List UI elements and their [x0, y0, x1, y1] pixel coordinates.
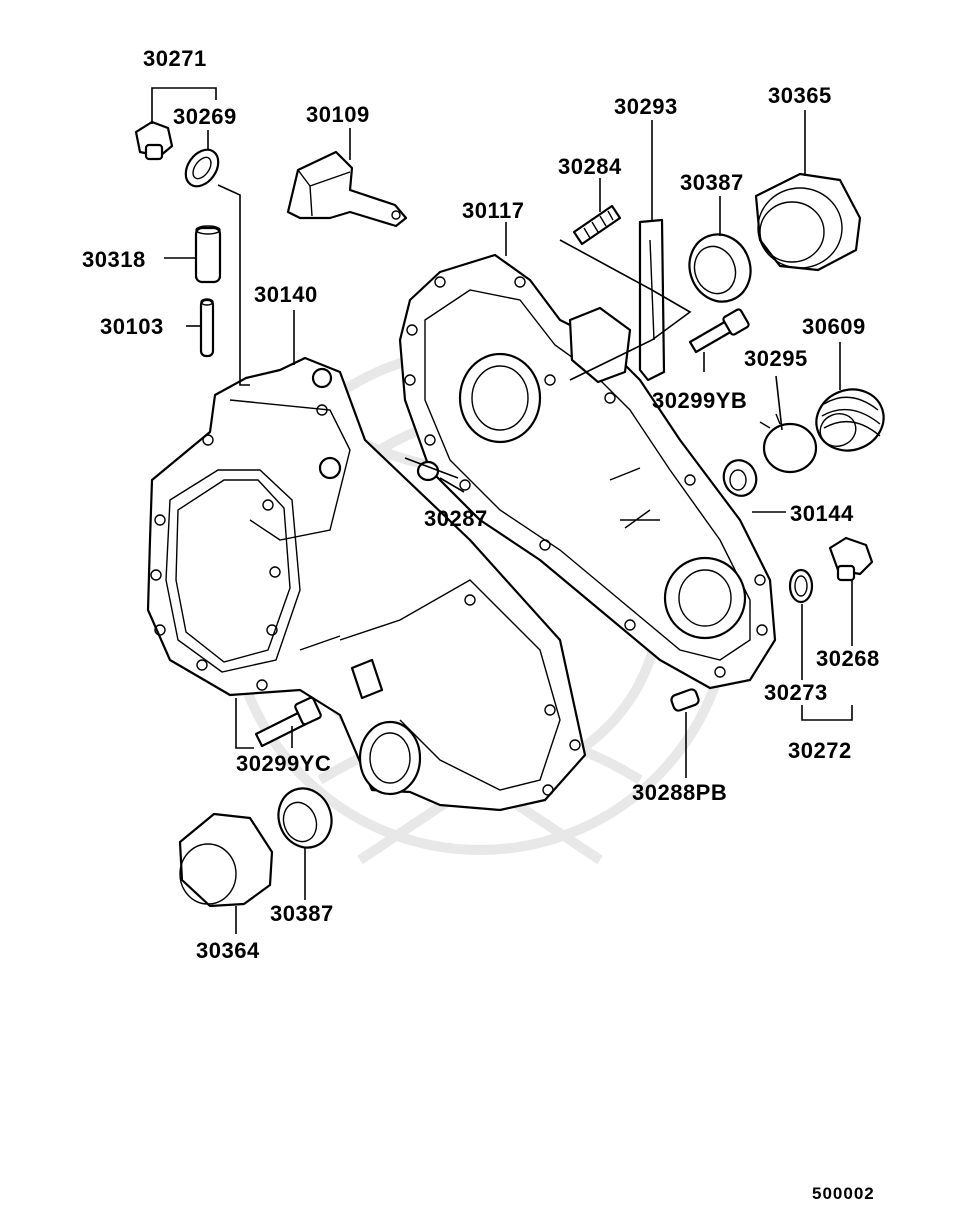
label-30109[interactable]: 30109 — [306, 102, 370, 127]
bolt-30299yc[interactable] — [254, 696, 322, 748]
label-30268[interactable]: 30268 — [816, 646, 880, 671]
label-30271[interactable]: 30271 — [143, 46, 207, 71]
label-30318[interactable]: 30318 — [82, 247, 146, 272]
label-30288pb[interactable]: 30288PB — [632, 780, 727, 805]
plate-30293[interactable] — [638, 218, 666, 382]
label-30272[interactable]: 30272 — [788, 738, 852, 763]
transfer-case-front-housing[interactable] — [146, 356, 587, 812]
lever-30109[interactable] — [286, 150, 408, 228]
plug-30268[interactable] — [828, 536, 874, 582]
label-30273[interactable]: 30273 — [764, 680, 828, 705]
oil-seal-30387-lower[interactable] — [270, 781, 339, 855]
label-30117[interactable]: 30117 — [462, 198, 524, 223]
transfer-case-rear-housing[interactable] — [398, 253, 777, 690]
part-labels: 30271 30269 30109 30318 30103 30140 3011… — [82, 46, 880, 963]
label-30287[interactable]: 30287 — [424, 506, 488, 531]
label-30269[interactable]: 30269 — [173, 104, 237, 129]
leader-lines — [151, 87, 853, 934]
pin-30318[interactable] — [194, 225, 222, 284]
bolt-30299yb[interactable] — [688, 308, 750, 354]
label-30284[interactable]: 30284 — [558, 154, 622, 179]
label-30140[interactable]: 30140 — [254, 282, 318, 307]
case-bolt-holes — [150, 404, 581, 796]
label-30365[interactable]: 30365 — [768, 83, 832, 108]
label-30103[interactable]: 30103 — [100, 314, 164, 339]
gasket-30269[interactable] — [179, 144, 225, 193]
diagram-code: 500002 — [812, 1184, 875, 1203]
rear-case-bolt-holes — [404, 276, 768, 678]
seal-30609[interactable] — [808, 380, 892, 460]
label-30144[interactable]: 30144 — [790, 501, 854, 526]
snap-ring-30295[interactable] — [759, 413, 818, 474]
label-30295[interactable]: 30295 — [744, 346, 808, 371]
label-30299yc[interactable]: 30299YC — [236, 751, 331, 776]
drain-plug-30271[interactable] — [134, 120, 174, 161]
bearing-30144[interactable] — [719, 456, 761, 501]
stud-30284[interactable] — [572, 204, 622, 246]
bearing-30387-upper[interactable] — [680, 226, 760, 310]
label-30609[interactable]: 30609 — [802, 314, 866, 339]
gasket-30273[interactable] — [788, 568, 814, 604]
label-30299yb[interactable]: 30299YB — [652, 388, 747, 413]
pin-30288pb[interactable] — [670, 688, 700, 712]
label-30293[interactable]: 30293 — [614, 94, 678, 119]
label-30364[interactable]: 30364 — [196, 938, 260, 963]
cover-30364[interactable] — [178, 812, 274, 908]
pin-30103[interactable] — [199, 298, 215, 358]
label-30387-lower[interactable]: 30387 — [270, 901, 334, 926]
label-30387-upper[interactable]: 30387 — [680, 170, 744, 195]
cover-30365[interactable] — [754, 172, 862, 272]
